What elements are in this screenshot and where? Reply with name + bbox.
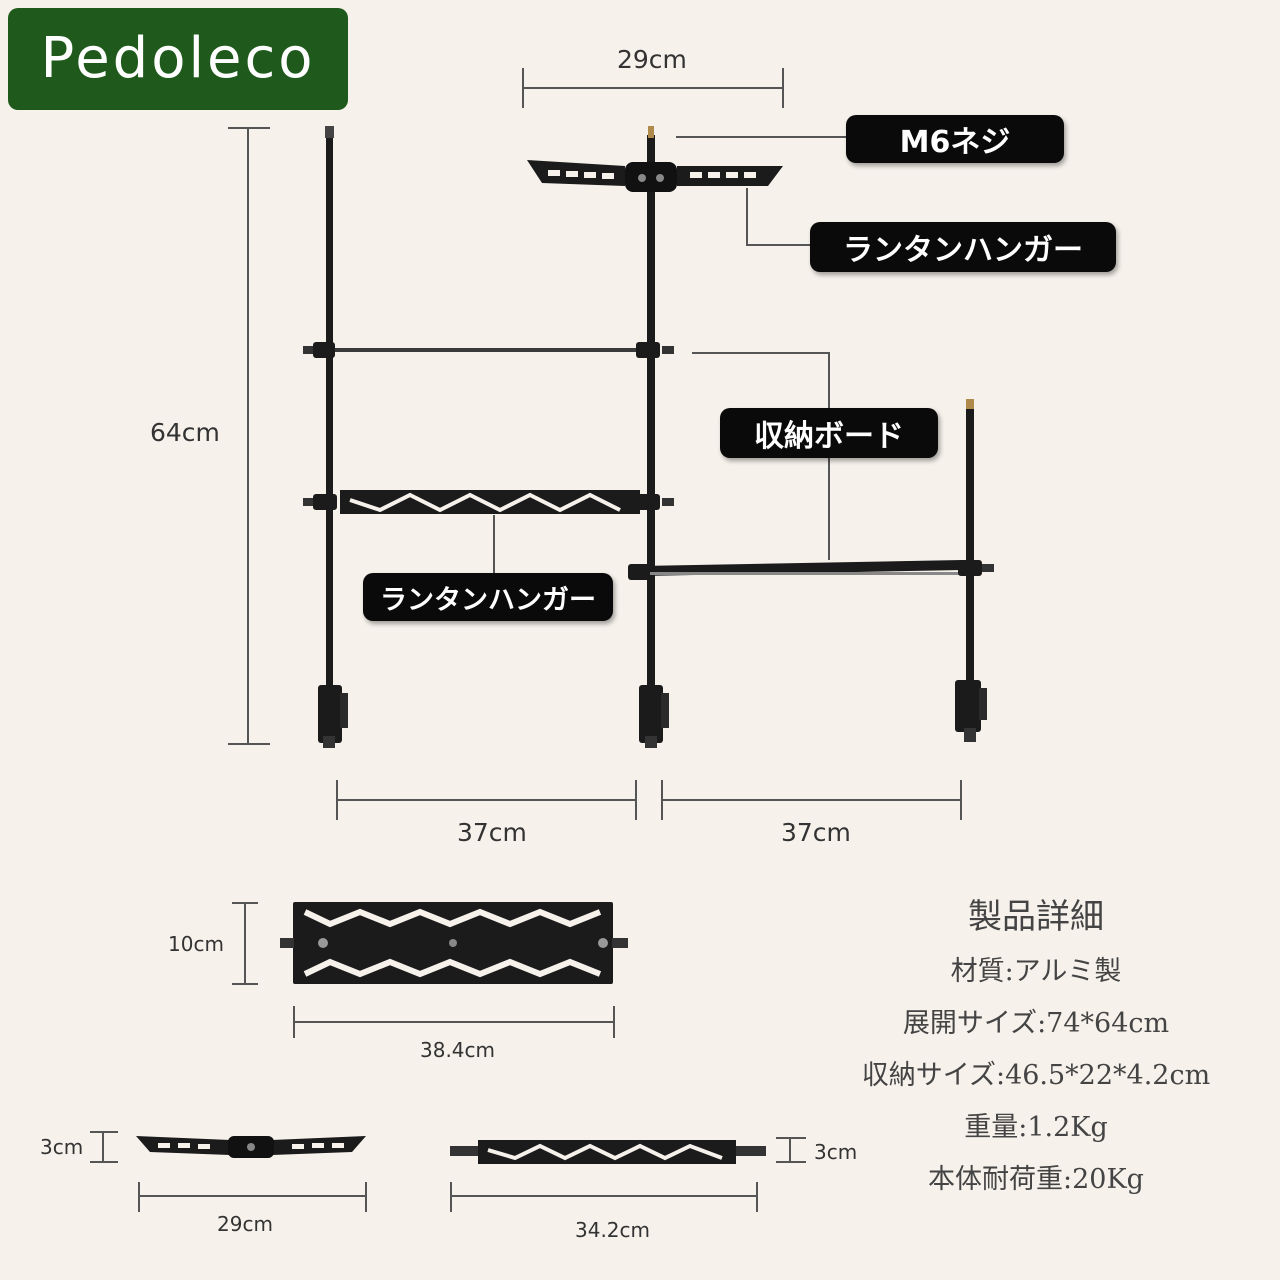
callout-leaders	[493, 136, 848, 575]
detail-open-size: 展開サイズ:74*64cm	[902, 1008, 1170, 1039]
upper-rod	[303, 342, 674, 358]
middle-lantern-hanger	[303, 490, 674, 514]
dim-right-width: 37cm	[781, 818, 851, 847]
dim-small-hanger-width: 29cm	[217, 1212, 273, 1236]
dim-small-hanger-height: 3cm	[40, 1135, 84, 1159]
dim-left-width: 37cm	[457, 818, 527, 847]
details-title: 製品詳細	[968, 897, 1104, 937]
dimension-lines	[90, 68, 962, 1212]
right-pole	[955, 399, 987, 742]
detail-load-capacity: 本体耐荷重:20Kg	[928, 1164, 1144, 1195]
callout-lantern-hanger-top: ランタンハンガー	[810, 222, 1116, 272]
detail-storage-size: 収納サイズ:46.5*22*4.2cm	[861, 1060, 1211, 1091]
left-pole	[318, 126, 348, 748]
dim-top-width: 29cm	[617, 45, 687, 74]
center-pole	[639, 126, 669, 748]
dim-long-hanger-width: 34.2cm	[575, 1218, 651, 1242]
callout-m6-screw: M6ネジ	[846, 115, 1064, 163]
callout-storage-board: 収納ボード	[720, 408, 938, 458]
brand-logo: Pedoleco	[8, 8, 348, 110]
product-details: 製品詳細 材質:アルミ製 展開サイズ:74*64cm 収納サイズ:46.5*22…	[800, 888, 1272, 1206]
small-hanger-part	[136, 1136, 366, 1158]
top-lantern-hanger	[527, 160, 783, 192]
dim-board-width: 38.4cm	[420, 1038, 496, 1062]
dim-long-hanger-height: 3cm	[814, 1140, 858, 1164]
detail-material: 材質:アルミ製	[950, 956, 1122, 987]
long-hanger-part	[450, 1140, 766, 1164]
storage-board-assembly	[628, 560, 994, 580]
callout-lantern-hanger-bottom: ランタンハンガー	[363, 573, 613, 621]
dim-board-height: 10cm	[168, 932, 224, 956]
detail-weight: 重量:1.2Kg	[964, 1112, 1108, 1143]
board-part	[280, 902, 628, 984]
dim-height: 64cm	[150, 418, 220, 447]
